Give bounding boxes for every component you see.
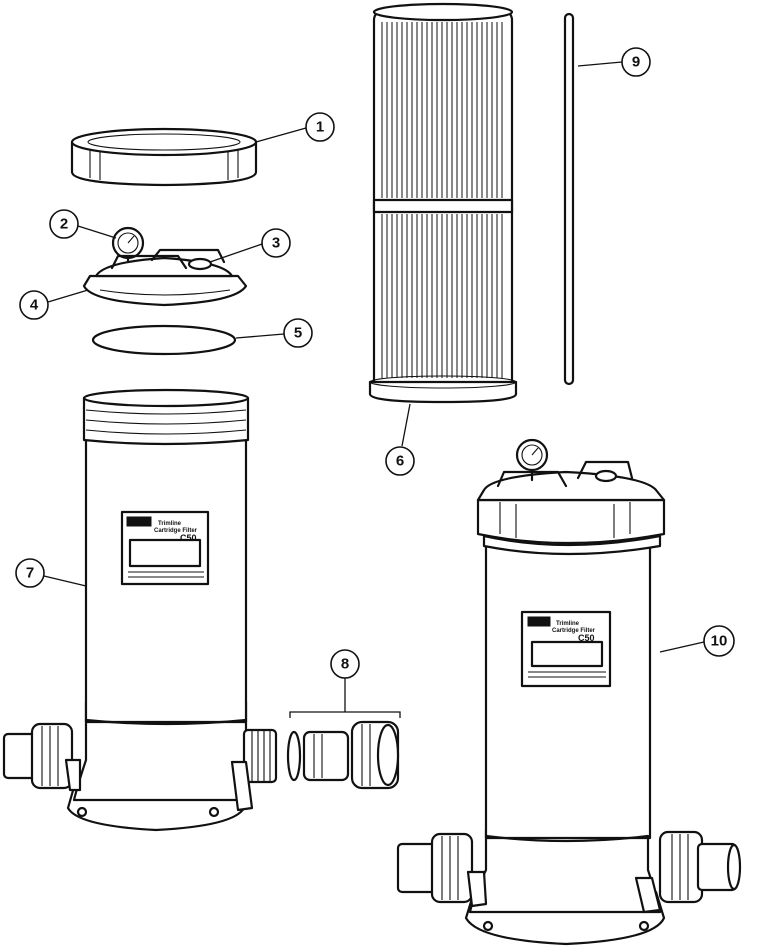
callout-10: 10 — [703, 625, 735, 657]
part-filter-tank: Trimline Cartridge Filter C50 — [2, 388, 278, 832]
part-assembled-filter: Trimline Cartridge Filter C50 — [396, 438, 742, 946]
label-line-trimline-right: Trimline — [556, 621, 580, 627]
part-o-ring — [91, 324, 237, 356]
leader-lines — [43, 61, 705, 653]
callout-7: 7 — [15, 558, 45, 588]
callout-label-1: 1 — [316, 119, 324, 136]
callout-9: 9 — [621, 47, 651, 77]
part-filter-lid — [82, 248, 248, 307]
label-line-c50-left: C50 — [180, 533, 197, 543]
label-line-model-left: Cartridge Filter — [154, 528, 198, 534]
callout-label-2: 2 — [60, 216, 68, 233]
callout-label-4: 4 — [30, 297, 39, 314]
part-pressure-gauge — [111, 226, 145, 270]
callout-label-5: 5 — [294, 325, 302, 342]
callout-5: 5 — [283, 318, 313, 348]
callout-1: 1 — [305, 112, 335, 142]
part-union-fittings — [286, 678, 401, 790]
callout-label-9: 9 — [632, 54, 640, 71]
label-line-c50-right: C50 — [578, 633, 595, 643]
part-lock-ring — [70, 127, 258, 187]
callout-6: 6 — [385, 446, 415, 476]
callout-label-8: 8 — [341, 656, 349, 673]
label-line-model-right: Cartridge Filter — [552, 628, 596, 634]
callout-label-7: 7 — [26, 565, 34, 582]
label-line-trimline-left: Trimline — [158, 521, 182, 527]
callout-label-3: 3 — [272, 235, 280, 252]
part-cartridge-element — [368, 2, 518, 404]
callout-2: 2 — [49, 209, 79, 239]
callout-3: 3 — [261, 228, 291, 258]
callout-label-10: 10 — [711, 633, 728, 650]
callout-label-6: 6 — [396, 453, 404, 470]
callout-8: 8 — [330, 649, 360, 679]
callout-4: 4 — [19, 290, 49, 320]
part-center-rod — [563, 12, 575, 386]
